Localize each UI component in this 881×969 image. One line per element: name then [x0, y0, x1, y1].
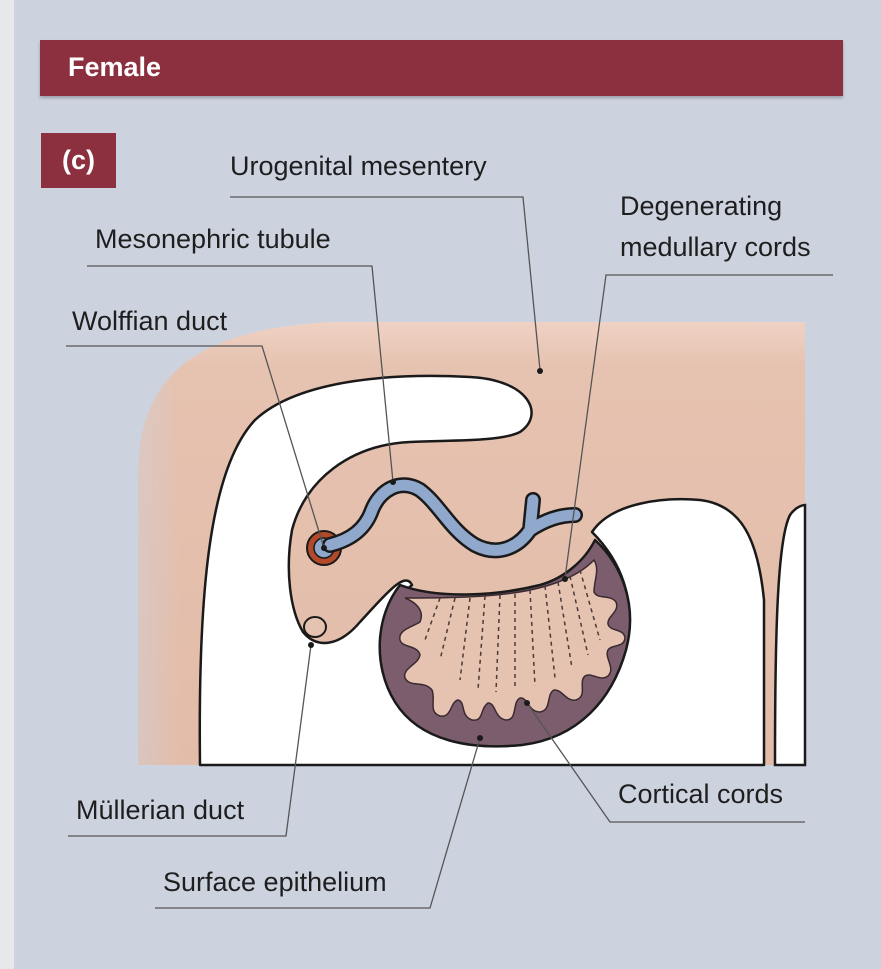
mullerian-duct [304, 617, 326, 637]
label-cortical-cords: Cortical cords [618, 778, 783, 810]
label-urogenital-mesentery: Urogenital mesentery [230, 150, 487, 182]
label-mullerian-duct: Müllerian duct [76, 794, 244, 826]
label-surface-epithelium: Surface epithelium [163, 866, 387, 898]
tissue-fade [130, 320, 180, 770]
label-wolffian-duct: Wolffian duct [72, 305, 227, 337]
label-mesonephric-tubule: Mesonephric tubule [95, 223, 331, 255]
label-degenerating-line2: medullary cords [620, 231, 811, 263]
label-degenerating-line1: Degenerating [620, 190, 782, 222]
